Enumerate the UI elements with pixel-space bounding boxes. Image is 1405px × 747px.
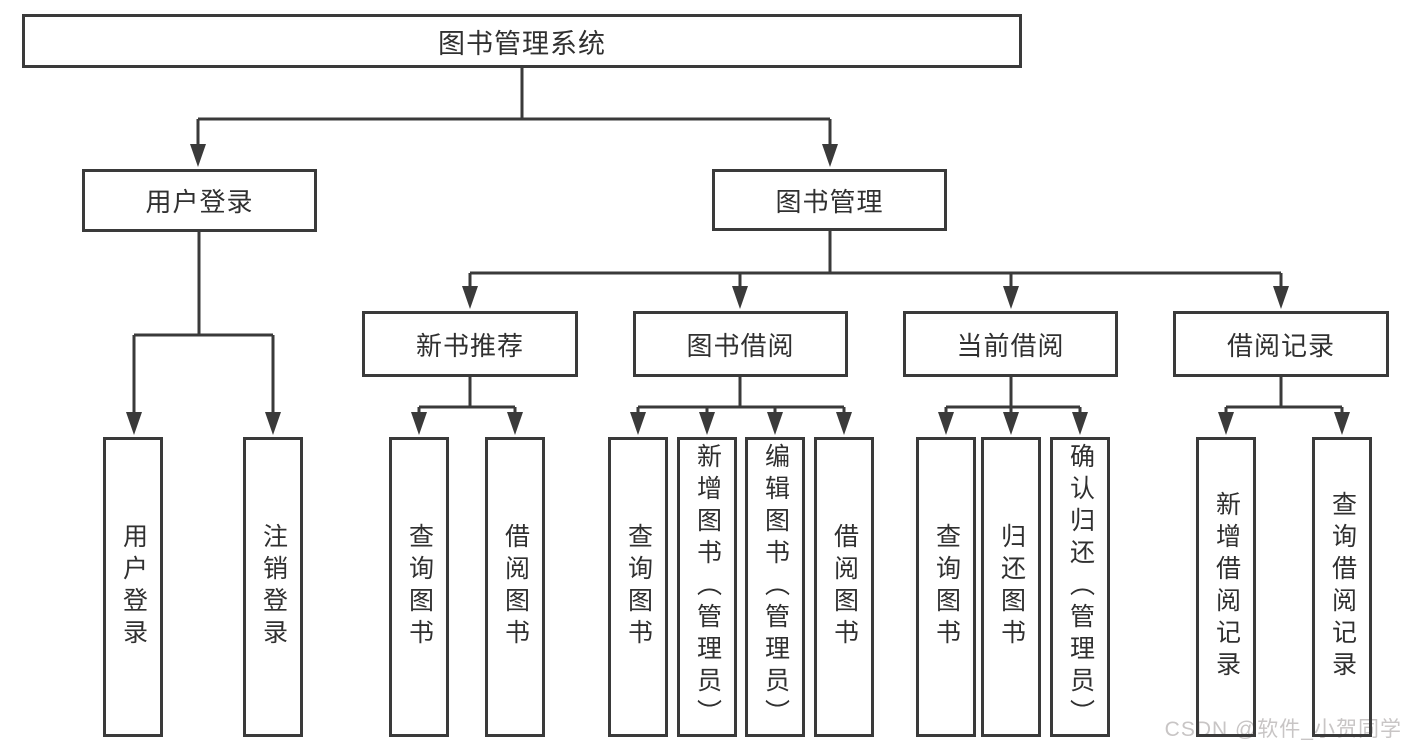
node-label: 新增图书（管理员） [693,443,722,731]
node-root-system: 图书管理系统 [22,14,1022,68]
node-label: 归还图书 [997,523,1026,651]
node-leaf-query-books-recommend: 查询图书 [389,437,449,737]
node-leaf-query-borrow-record: 查询借阅记录 [1312,437,1372,737]
node-leaf-confirm-return-admin: 确认归还（管理员） [1050,437,1110,737]
node-label: 图书管理系统 [438,28,606,59]
node-label: 图书管理 [775,186,884,217]
node-leaf-borrow-books-recommend: 借阅图书 [485,437,545,737]
node-label: 借阅图书 [830,523,859,651]
node-label: 查询图书 [405,523,434,651]
node-new-book-recommend: 新书推荐 [362,311,578,377]
node-book-borrowing: 图书借阅 [633,311,848,377]
node-label: 注销登录 [259,523,288,651]
node-label: 查询图书 [624,523,653,651]
connector-book-borrowing-to-leaves [630,377,852,435]
connector-book-management-to-level3 [462,231,1289,309]
node-label: 新书推荐 [415,330,524,361]
connector-new-book-recommend-to-leaves [411,377,523,435]
node-label: 用户登录 [145,187,254,217]
node-borrowing-records: 借阅记录 [1173,311,1389,377]
connector-root-to-level2 [190,68,838,167]
node-user-login: 用户登录 [82,169,317,232]
node-leaf-add-borrow-record: 新增借阅记录 [1196,437,1256,737]
connector-borrowing-records-to-leaves [1218,377,1350,435]
node-label: 图书借阅 [686,330,795,361]
node-label: 查询借阅记录 [1328,491,1357,683]
node-label: 借阅图书 [501,523,530,651]
node-current-borrowing: 当前借阅 [903,311,1118,377]
node-leaf-return-books: 归还图书 [981,437,1041,737]
node-label: 编辑图书（管理员） [761,443,790,731]
node-label: 新增借阅记录 [1212,491,1241,683]
node-label: 查询图书 [932,523,961,651]
csdn-watermark: CSDN @软件_小贺同学 [1164,718,1402,741]
connector-current-borrowing-to-leaves [938,377,1088,435]
node-label: 借阅记录 [1226,330,1335,361]
node-leaf-add-books-admin: 新增图书（管理员） [677,437,737,737]
connector-user-login-to-leaves [126,232,281,435]
node-leaf-query-books-current: 查询图书 [916,437,976,737]
node-leaf-borrow-books: 借阅图书 [814,437,874,737]
node-leaf-query-books-borrow: 查询图书 [608,437,668,737]
node-label: 用户登录 [119,523,148,651]
node-book-management: 图书管理 [712,169,947,231]
node-label: 确认归还（管理员） [1066,443,1095,731]
node-leaf-edit-books-admin: 编辑图书（管理员） [745,437,805,737]
node-leaf-user-login: 用户登录 [103,437,163,737]
node-label: 当前借阅 [956,330,1065,361]
node-leaf-logout-login: 注销登录 [243,437,303,737]
